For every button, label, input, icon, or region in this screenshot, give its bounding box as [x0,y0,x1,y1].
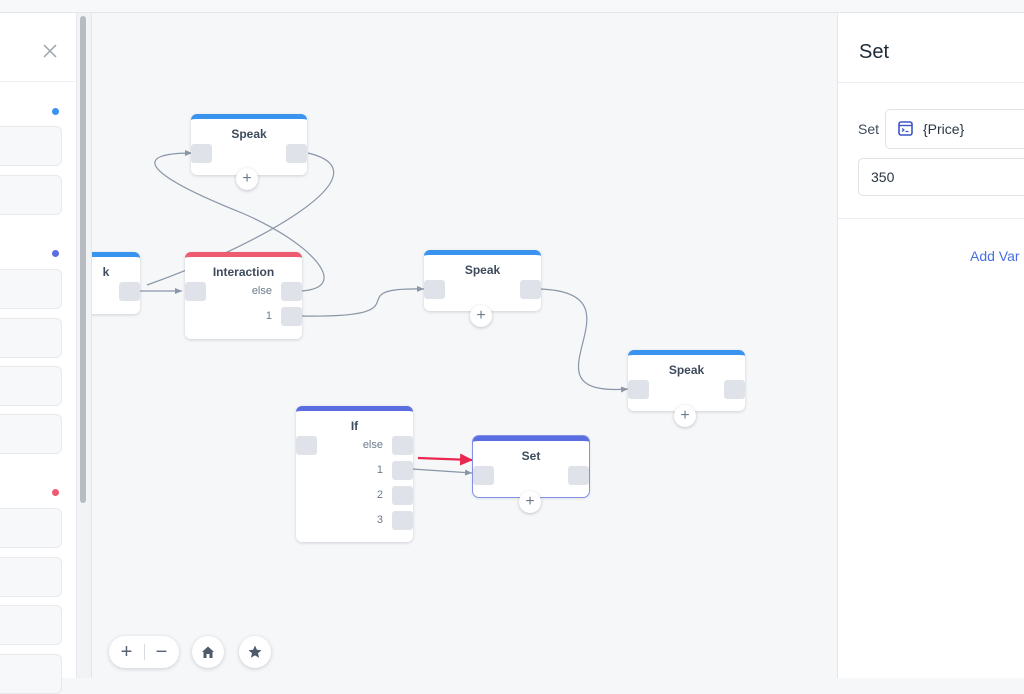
link-line [300,285,425,317]
link-line [154,150,325,292]
add-step-button[interactable]: + [674,405,696,427]
input-port[interactable] [191,144,212,163]
speak-node-partial[interactable]: k [92,252,140,314]
sidebar-block[interactable] [0,175,62,215]
sidebar-header [0,13,76,82]
if-node[interactable]: If else 1 2 3 [296,406,413,542]
variable-icon [898,121,913,136]
output-port-else[interactable] [281,282,302,301]
sidebar-block[interactable] [0,557,62,597]
sidebar-block[interactable] [0,605,62,645]
node-title: Set [521,449,541,463]
port-label-1: 1 [376,464,383,476]
output-port-3[interactable] [392,511,413,530]
input-port[interactable] [424,280,445,299]
output-port[interactable] [119,282,140,301]
node-title: Interaction [212,265,275,279]
star-icon [248,645,262,658]
connection-lines [140,150,629,476]
sidebar-block[interactable] [0,269,62,309]
add-step-button[interactable]: + [519,491,541,513]
node-title: If [350,419,359,433]
sidebar-block[interactable] [0,318,62,358]
add-step-button[interactable]: + [470,305,492,327]
value-input[interactable] [858,158,1024,196]
panel-divider [838,82,1024,83]
annotation-arrow [417,453,473,466]
panel-title: Set [859,41,890,63]
input-port[interactable] [628,380,649,399]
port-label-3: 3 [376,514,383,526]
input-port[interactable] [296,436,317,455]
top-bar [0,0,1024,13]
output-port[interactable] [568,466,589,485]
node-title: k [102,265,110,279]
editor-panel: Set Set {Price} Add Var [837,13,1024,678]
speak-node[interactable]: Speak + [191,114,307,190]
add-step-button[interactable]: + [236,168,258,190]
port-label-else: else [251,285,272,297]
variable-name: {Price} [923,121,965,137]
panel-divider [838,218,1024,219]
home-icon [202,646,214,658]
output-port[interactable] [724,380,745,399]
zoom-divider [143,644,145,660]
port-label-1: 1 [265,310,272,322]
interaction-node[interactable]: Interaction else 1 [185,252,302,339]
variable-select[interactable]: {Price} [885,109,1024,149]
output-port[interactable] [286,144,307,163]
speak-node[interactable]: Speak + [628,350,745,427]
speak-node[interactable]: Speak + [424,250,541,327]
port-label-2: 2 [376,489,383,501]
sidebar-block[interactable] [0,366,62,406]
sidebar-block[interactable] [0,126,62,166]
set-label: Set [858,121,880,137]
flow-canvas[interactable]: Speak + k Interaction else 1 Speak + Spe… [92,13,836,678]
port-label-else: else [362,439,383,451]
input-port[interactable] [473,466,494,485]
section-dot-purple [52,250,59,257]
sidebar-scrollbar[interactable] [77,13,92,678]
output-port[interactable] [520,280,541,299]
close-icon[interactable] [40,41,60,61]
home-button[interactable] [192,636,224,668]
node-title: Speak [231,127,267,141]
zoom-in-button[interactable]: + [120,640,133,663]
set-node[interactable]: Set + [473,436,589,513]
output-port-1[interactable] [392,461,413,480]
section-dot-red [52,489,59,496]
sidebar-block[interactable] [0,414,62,454]
block-library-sidebar [0,13,77,694]
scrollbar-thumb[interactable] [80,16,86,503]
link-line [539,288,629,393]
favorite-button[interactable] [239,636,271,668]
node-title: Speak [464,263,501,277]
zoom-out-button[interactable]: − [155,640,168,663]
output-port-1[interactable] [281,307,302,326]
zoom-controls: + − [109,636,179,668]
sidebar-block[interactable] [0,508,62,548]
add-variable-link[interactable]: Add Var [970,248,1020,264]
input-port[interactable] [185,282,206,301]
output-port-else[interactable] [392,436,413,455]
node-title: Speak [668,363,705,377]
section-dot-blue [52,108,59,115]
link-line [411,468,473,476]
output-port-2[interactable] [392,486,413,505]
sidebar-block[interactable] [0,654,62,694]
